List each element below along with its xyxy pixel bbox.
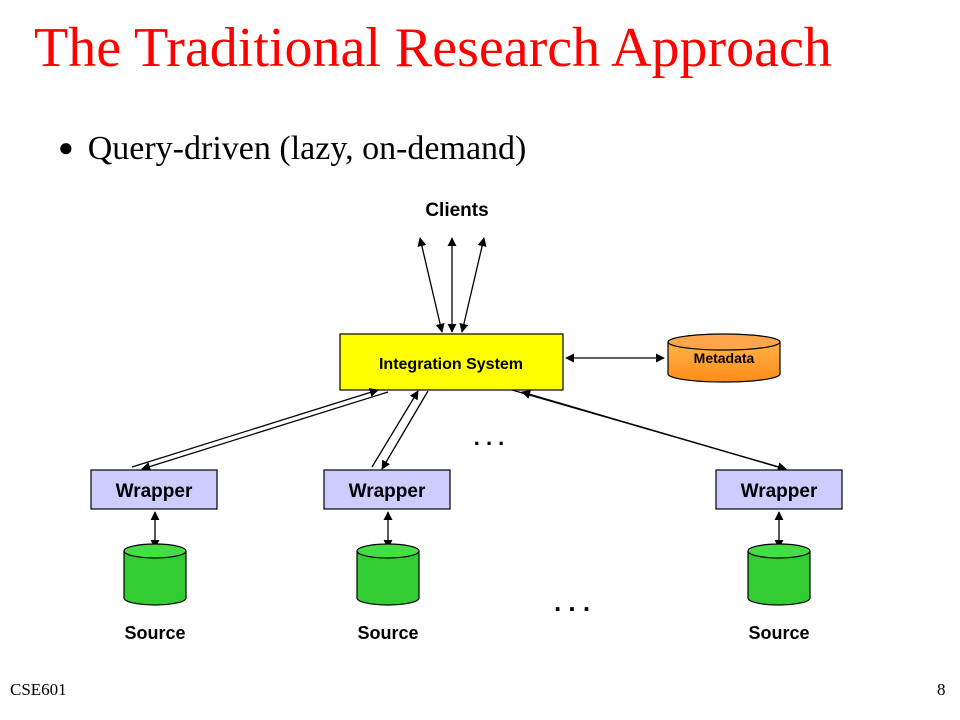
- source-ellipsis: . . .: [554, 587, 590, 617]
- course-code: CSE601: [10, 680, 67, 699]
- wrapper-ellipsis: . . .: [474, 425, 505, 450]
- source-label: Source: [124, 623, 185, 643]
- page-number: 8: [937, 680, 946, 699]
- bullet-item: ● Query-driven (lazy, on-demand): [58, 130, 526, 168]
- source-label: Source: [357, 623, 418, 643]
- client-arrows: [417, 237, 487, 333]
- bullet-dot-icon: ●: [58, 133, 74, 162]
- source-label: Source: [748, 623, 809, 643]
- wrapper-label: Wrapper: [349, 481, 426, 502]
- metadata-label: Metadata: [694, 350, 755, 366]
- bullet-text: Query-driven (lazy, on-demand): [87, 130, 527, 167]
- wrapper-box-1: Wrapper: [90, 469, 218, 510]
- clients-label: Clients: [425, 200, 488, 221]
- wrapper-label: Wrapper: [116, 481, 193, 502]
- source-arrows: [150, 511, 784, 549]
- source-cylinder-2: [356, 543, 420, 606]
- integration-system-box: Integration System: [339, 333, 564, 391]
- metadata-cylinder: Metadata: [667, 333, 781, 383]
- source-cylinder-3: [747, 543, 811, 606]
- wrapper-box-3: Wrapper: [715, 469, 843, 510]
- integration-system-label: Integration System: [379, 356, 523, 373]
- slide-title: The Traditional Research Approach: [34, 17, 832, 79]
- source-cylinder-1: [123, 543, 187, 606]
- wrapper-label: Wrapper: [741, 481, 818, 502]
- wrapper-arrows: [131, 388, 787, 472]
- wrapper-box-2: Wrapper: [323, 469, 451, 510]
